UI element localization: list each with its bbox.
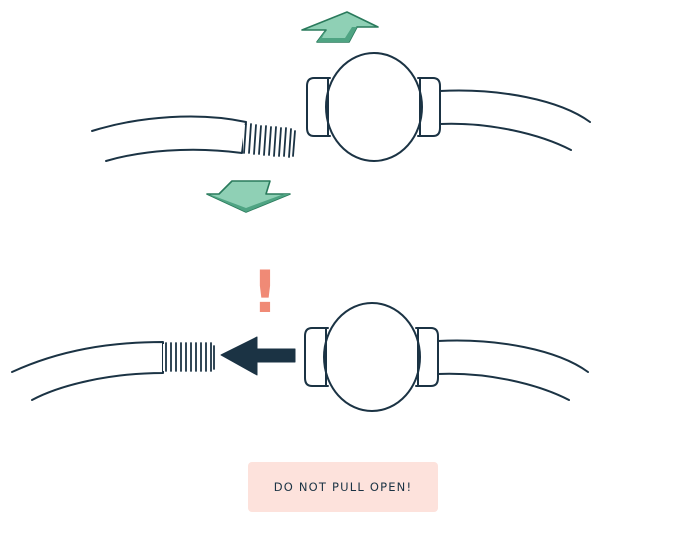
bottom-corrugated-end xyxy=(163,342,215,372)
arrow-up-icon xyxy=(301,11,379,43)
top-left-hose xyxy=(91,115,247,162)
bottom-coupling xyxy=(304,302,439,412)
arrow-left-icon xyxy=(220,336,296,376)
top-corrugated-end xyxy=(243,123,296,158)
warning-label-text: DO NOT PULL OPEN! xyxy=(273,480,413,494)
warning-label: DO NOT PULL OPEN! xyxy=(248,462,438,512)
warning-exclamation: ! xyxy=(251,258,279,326)
top-right-hose xyxy=(439,89,591,123)
bottom-right-hose xyxy=(437,339,589,373)
bottom-assembly xyxy=(11,302,589,412)
top-assembly xyxy=(91,52,591,162)
arrow-down-icon xyxy=(206,180,291,213)
top-coupling xyxy=(306,52,441,162)
bottom-left-hose xyxy=(11,341,164,401)
